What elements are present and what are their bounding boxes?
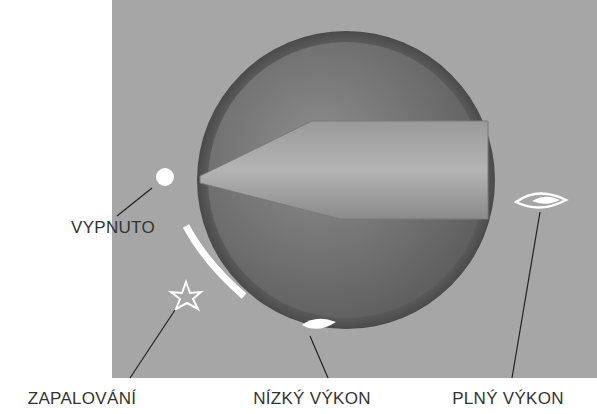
off-dot [156, 168, 174, 186]
leader-line [130, 310, 175, 378]
position-label: NÍZKÝ VÝKON [253, 389, 371, 409]
ignition-star [171, 282, 201, 309]
position-label: ZAPALOVÁNÍ [28, 389, 137, 409]
leader-line [512, 212, 540, 378]
knob-ring [197, 31, 495, 329]
position-label: PLNÝ VÝKON [452, 389, 564, 409]
ignition-arc [186, 226, 244, 296]
leader-line [117, 188, 152, 216]
full-flame [516, 193, 566, 207]
leader-line [310, 336, 328, 378]
knob-pointer [200, 121, 488, 219]
position-label: VYPNUTO [71, 218, 155, 238]
panel [112, 0, 597, 378]
full-flame-core [532, 197, 560, 204]
low-flame [302, 319, 336, 329]
